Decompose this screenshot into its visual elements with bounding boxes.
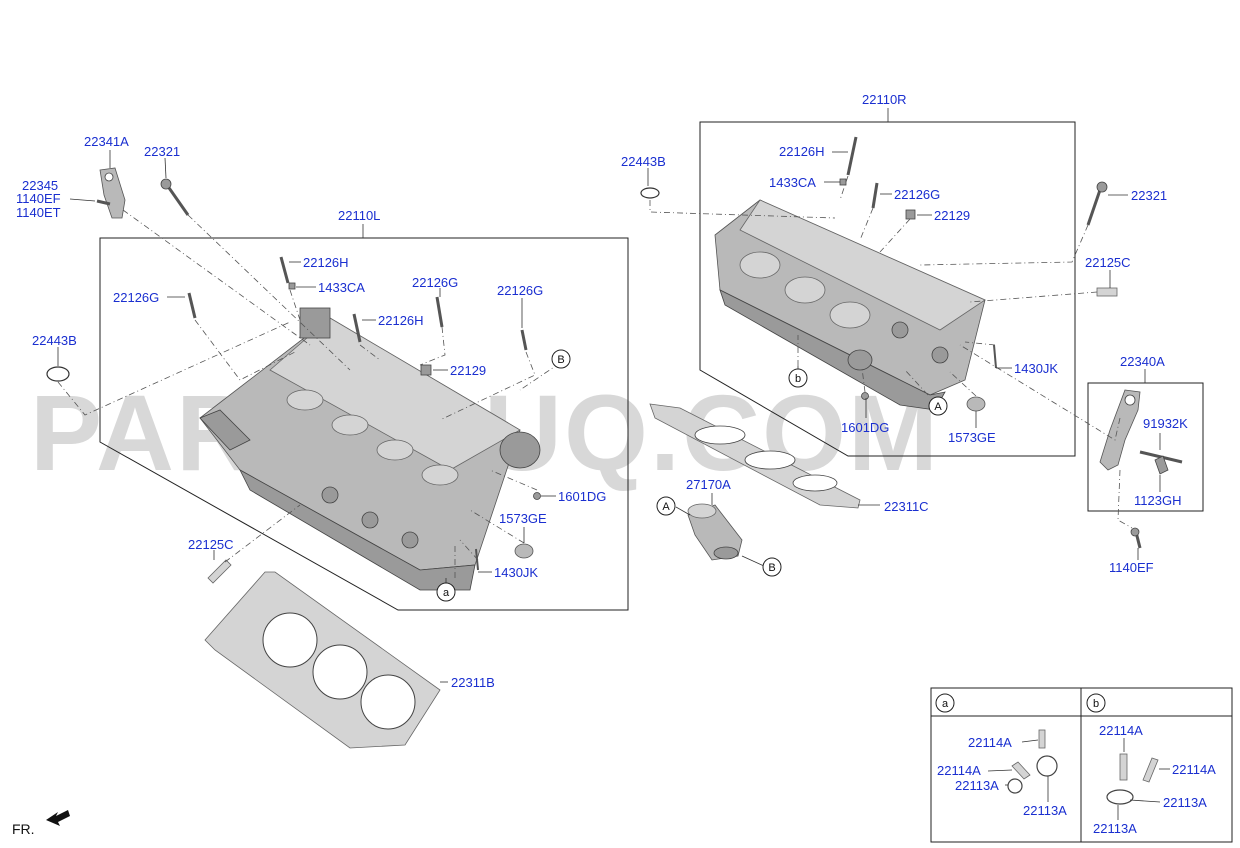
bracket-frame [1087, 382, 1204, 512]
label-22126H-left-1[interactable]: 22126H [303, 255, 349, 270]
right-cylinder-head [714, 199, 986, 411]
label-22443B-top[interactable]: 22443B [621, 154, 666, 169]
label-22126G-left-3[interactable]: 22126G [497, 283, 543, 298]
label-22129-right[interactable]: 22129 [934, 208, 970, 223]
label-91932K[interactable]: 91932K [1143, 416, 1188, 431]
label-22125C-right[interactable]: 22125C [1085, 255, 1131, 270]
label-b-22113A-2[interactable]: 22113A [1093, 821, 1137, 836]
marker-b-legend: b [1093, 698, 1099, 710]
label-22125C-left[interactable]: 22125C [188, 537, 234, 552]
right-head-frame [699, 121, 1076, 457]
label-22311C[interactable]: 22311C [884, 499, 929, 514]
marker-B-left: B [557, 354, 564, 366]
bracket-22340A [1099, 389, 1183, 475]
legend-parts [1007, 729, 1159, 805]
marker-B-hose: B [768, 562, 775, 574]
label-22311B[interactable]: 22311B [451, 675, 495, 690]
hardware [46, 136, 1142, 584]
front-indicator: FR. [12, 810, 70, 837]
left-head-frame [99, 237, 629, 611]
label-1433CA-left[interactable]: 1433CA [318, 280, 365, 295]
bracket-22341A [99, 167, 126, 219]
marker-a-left: a [443, 587, 450, 599]
label-22126G-left-2[interactable]: 22126G [412, 275, 458, 290]
label-22110L[interactable]: 22110L [338, 208, 380, 223]
label-b-22114A-2[interactable]: 22114A [1172, 762, 1216, 777]
fr-arrow-icon [46, 810, 70, 826]
label-22443B-left[interactable]: 22443B [32, 333, 77, 348]
label-22321-right[interactable]: 22321 [1131, 188, 1167, 203]
label-22129-left[interactable]: 22129 [450, 363, 486, 378]
label-1140ET[interactable]: 1140ET [16, 205, 61, 220]
assembly-lines [57, 175, 1133, 578]
part-labels: 22110R 22110L 22341A 22321 22345 1140EF … [16, 92, 1216, 836]
label-1430JK-right[interactable]: 1430JK [1014, 361, 1058, 376]
label-22126G-right[interactable]: 22126G [894, 187, 940, 202]
label-a-22113A-2[interactable]: 22113A [1023, 803, 1067, 818]
label-1573GE-right[interactable]: 1573GE [948, 430, 996, 445]
label-leaders [57, 150, 1170, 820]
head-gasket-left [204, 571, 441, 749]
label-22126G-left-1[interactable]: 22126G [113, 290, 159, 305]
hose-27170A [687, 503, 743, 561]
marker-b-right: b [795, 373, 801, 385]
label-22110R[interactable]: 22110R [862, 92, 907, 107]
label-22126H-left-2[interactable]: 22126H [378, 313, 424, 328]
marker-A-right: A [934, 401, 942, 413]
label-22340A[interactable]: 22340A [1120, 354, 1165, 369]
label-1601DG-left[interactable]: 1601DG [558, 489, 606, 504]
label-b-22114A-1[interactable]: 22114A [1099, 723, 1143, 738]
label-b-22113A-1[interactable]: 22113A [1163, 795, 1207, 810]
label-1140EF-left[interactable]: 1140EF [16, 191, 61, 206]
label-27170A[interactable]: 27170A [686, 477, 731, 492]
label-1601DG-right[interactable]: 1601DG [841, 420, 889, 435]
label-22321-left[interactable]: 22321 [144, 144, 180, 159]
head-gasket-right [649, 403, 861, 509]
label-22126H-right[interactable]: 22126H [779, 144, 825, 159]
label-22341A[interactable]: 22341A [84, 134, 129, 149]
label-1140EF-right[interactable]: 1140EF [1109, 560, 1154, 575]
marker-A-hose: A [662, 501, 670, 513]
label-1430JK-left[interactable]: 1430JK [494, 565, 538, 580]
label-a-22114A-1[interactable]: 22114A [968, 735, 1012, 750]
label-a-22113A-1[interactable]: 22113A [955, 778, 999, 793]
fr-label: FR. [12, 821, 35, 837]
label-1573GE-left[interactable]: 1573GE [499, 511, 547, 526]
label-22345[interactable]: 22345 [22, 178, 58, 193]
label-1123GH[interactable]: 1123GH [1134, 493, 1181, 508]
left-cylinder-head [199, 307, 541, 591]
label-1433CA-right[interactable]: 1433CA [769, 175, 816, 190]
label-a-22114A-2[interactable]: 22114A [937, 763, 981, 778]
marker-a-legend: a [942, 698, 949, 710]
circle-markers: a b A B A B a b [436, 349, 1106, 713]
